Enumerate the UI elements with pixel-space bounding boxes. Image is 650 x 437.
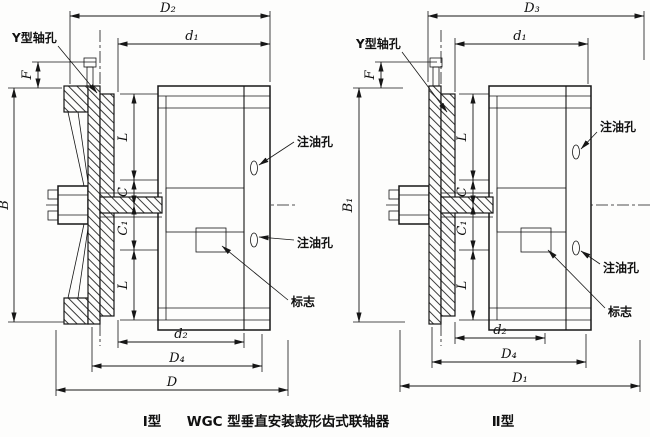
caption-type1: Ⅰ型 <box>143 413 162 430</box>
dim-label-D1: D₁ <box>511 371 528 386</box>
label-shaft-hole: Y型轴孔 <box>11 30 57 45</box>
label-oil-hole-top: 注油孔 <box>600 119 636 134</box>
oil-hole-top <box>250 160 258 176</box>
dim-label-B1: B₁ <box>341 198 356 214</box>
label-shaft-hole: Y型轴孔 <box>355 36 401 51</box>
leader-lines <box>401 51 606 309</box>
caption-title: WGC 型垂直安装鼓形齿式联轴器 <box>187 413 390 430</box>
dim-label-D3: D₃ <box>523 1 540 16</box>
mark-plate <box>195 227 227 253</box>
oil-hole-top <box>572 144 580 160</box>
label-mark: 标志 <box>607 304 632 319</box>
label-mark: 标志 <box>290 294 315 309</box>
dim-label-C1: C₁ <box>455 220 470 235</box>
label-oil-hole-bottom: 注油孔 <box>603 260 639 275</box>
type2-view: D₃ d₁ F B₁ L C C₁ L d₂ D₄ D₁ Y型轴孔 注油孔 注油… <box>341 1 650 392</box>
dim-label-L-bottom: L <box>455 281 470 291</box>
gear-sleeve <box>157 85 271 331</box>
dim-label-C1: C₁ <box>116 220 131 235</box>
oil-hole-bottom <box>250 232 258 248</box>
dim-label-D2: D₂ <box>159 1 176 16</box>
mark-plate <box>520 227 552 253</box>
caption-type2: Ⅱ型 <box>492 413 515 430</box>
shaft <box>99 192 163 218</box>
dim-label-D4: D₄ <box>168 351 185 366</box>
caption: Ⅰ型 WGC 型垂直安装鼓形齿式联轴器 Ⅱ型 <box>143 413 515 430</box>
dimension-lines <box>356 13 645 389</box>
flange-plate-outer <box>428 85 442 325</box>
dim-label-d2: d₂ <box>493 323 507 338</box>
leader-lines <box>57 45 295 301</box>
dim-label-C: C <box>116 187 131 197</box>
shaft <box>440 192 494 218</box>
dim-label-B: B <box>0 200 12 211</box>
oil-hole-bottom <box>572 240 580 256</box>
dim-label-F: F <box>20 70 35 81</box>
dim-label-d2: d₂ <box>174 327 188 342</box>
dim-label-D: D <box>166 375 178 390</box>
dim-label-D4: D₄ <box>500 347 517 362</box>
dim-label-d1: d₁ <box>513 29 527 44</box>
label-oil-hole-top: 注油孔 <box>297 134 333 149</box>
gear-sleeve <box>488 85 592 331</box>
dim-label-L-top: L <box>455 133 470 143</box>
dim-label-F: F <box>363 70 378 81</box>
dim-label-L-top: L <box>116 133 131 143</box>
dim-label-L-bottom: L <box>116 281 131 291</box>
dim-label-C: C <box>455 187 470 197</box>
dim-label-d1: d₁ <box>185 29 199 44</box>
flange-plate-outer <box>87 85 101 325</box>
type1-view: D₂ d₁ F B L C C₁ L d₂ D₄ D Y型轴孔 注油孔 注油孔 … <box>0 1 333 396</box>
dimension-lines <box>11 13 289 393</box>
label-oil-hole-bottom: 注油孔 <box>297 235 333 250</box>
